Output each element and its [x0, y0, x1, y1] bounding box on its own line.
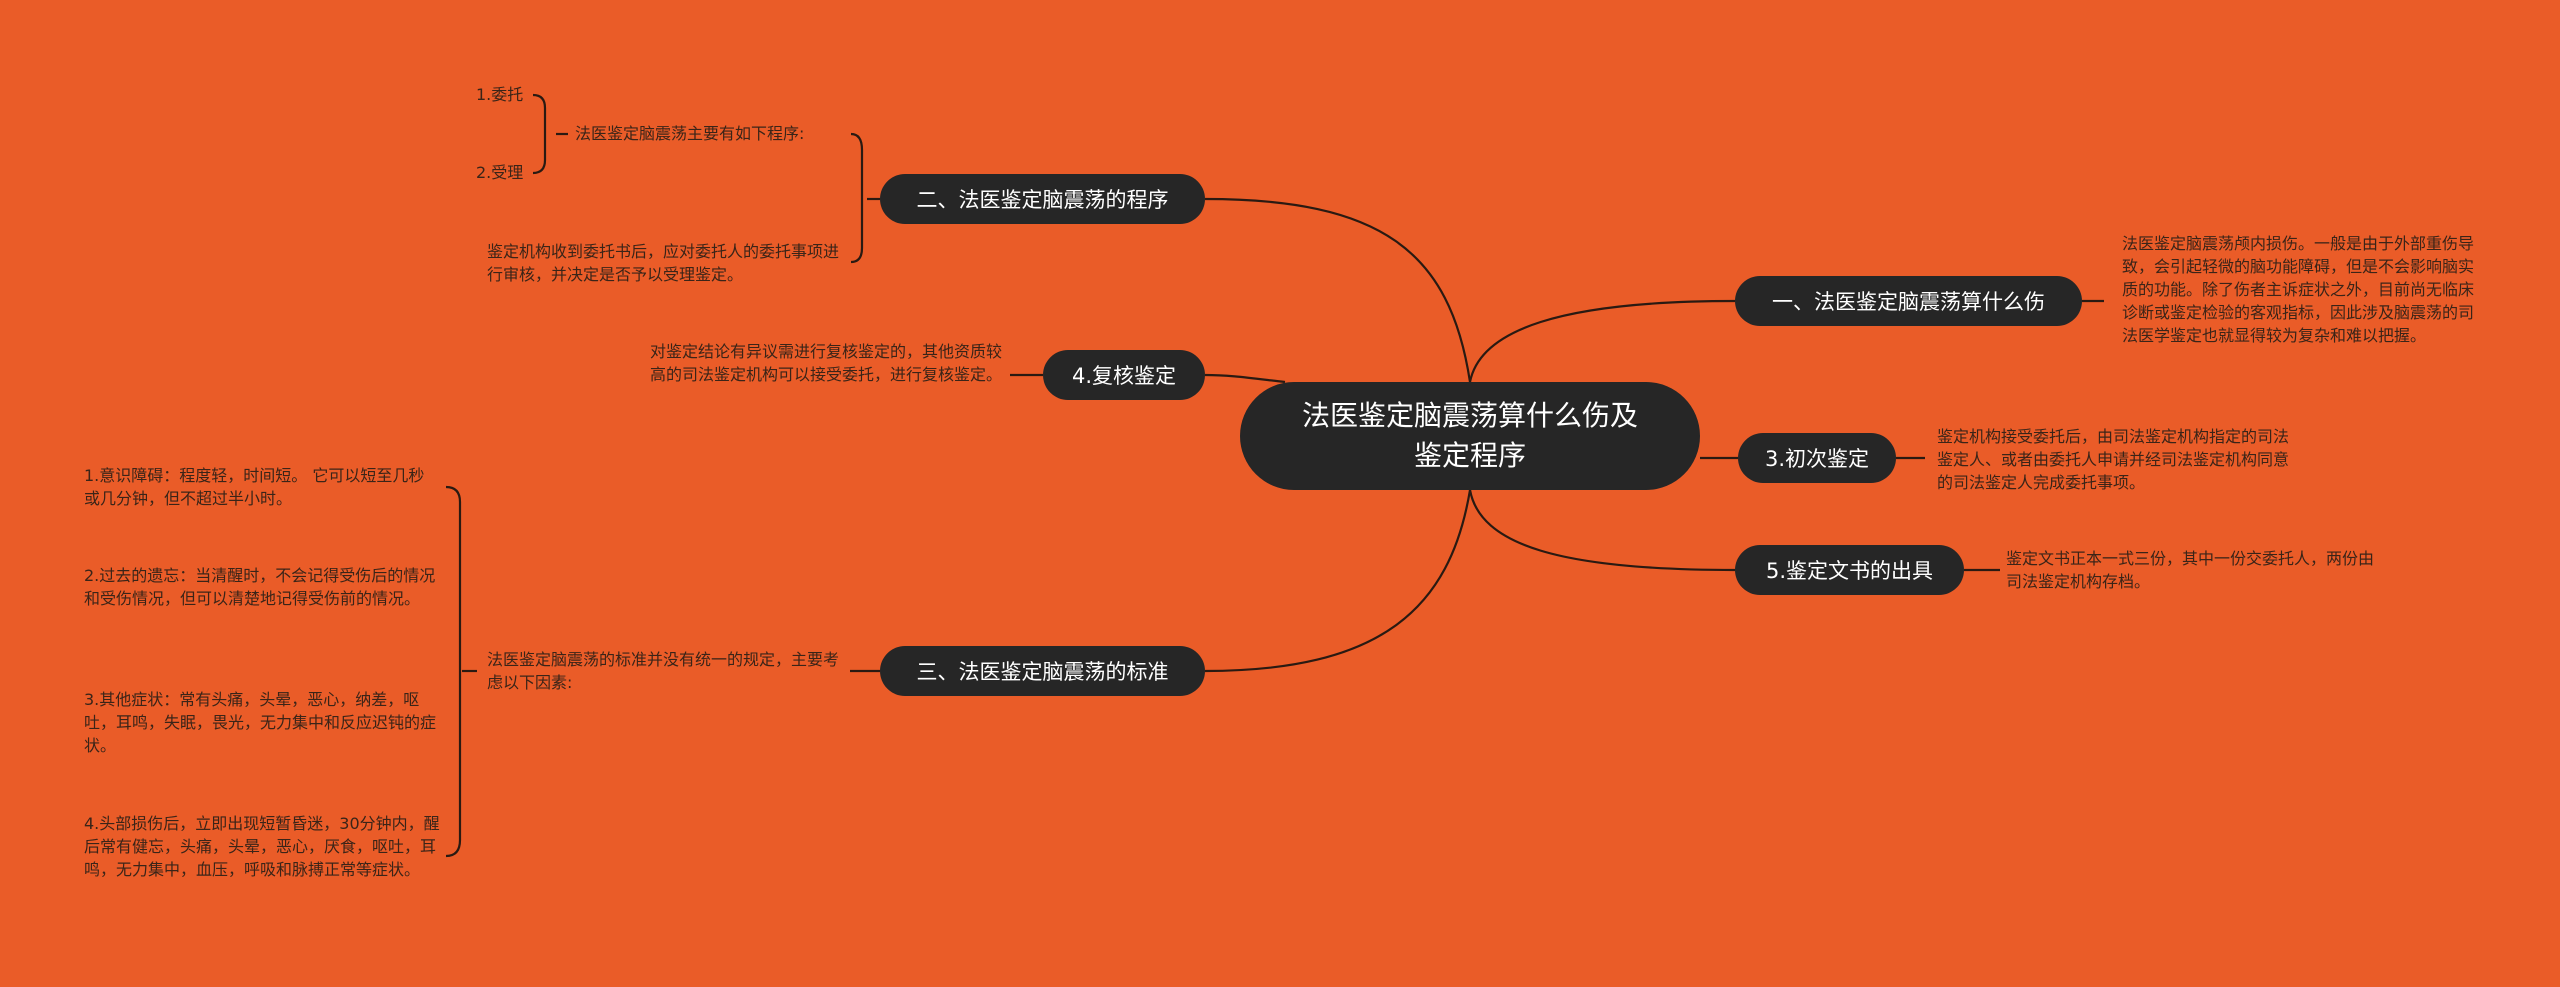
root-node[interactable]: 法医鉴定脑震荡算什么伤及鉴定程序 [1240, 382, 1700, 490]
branch-b4[interactable]: 4.复核鉴定 [1043, 350, 1205, 400]
branch-b2[interactable]: 二、法医鉴定脑震荡的程序 [880, 174, 1205, 224]
root-title: 法医鉴定脑震荡算什么伤及鉴定程序 [1301, 399, 1638, 472]
link-root-b4 [1204, 373, 1286, 384]
branch-b3[interactable]: 3.初次鉴定 [1738, 433, 1896, 483]
b6-item-3: 3.其他症状：常有头痛，头晕，恶心，纳差，呕吐，耳鸣，失眠，畏光，无力集中和反应… [84, 690, 437, 755]
note-b2-sub: 法医鉴定脑震荡主要有如下程序: [575, 124, 805, 143]
note-b3: 鉴定机构接受委托后，由司法鉴定机构指定的司法鉴定人、或者由委托人申请并经司法鉴定… [1937, 427, 2290, 492]
link-root-b5 [1468, 489, 1736, 572]
link-root-b6 [1204, 489, 1472, 673]
b6-item-2: 2.过去的遗忘：当清醒时，不会记得受伤后的情况和受伤情况，但可以清楚地记得受伤前… [84, 566, 436, 608]
b2-item-2: 2.受理 [476, 163, 524, 182]
branch-b4-label: 4.复核鉴定 [1071, 364, 1177, 388]
branch-b3-label: 3.初次鉴定 [1764, 447, 1870, 471]
branch-b5-label: 5.鉴定文书的出具 [1765, 559, 1934, 583]
branch-b6-label: 三、法医鉴定脑震荡的标准 [916, 660, 1169, 684]
bracket-b2 [850, 132, 864, 264]
note-b4: 对鉴定结论有异议需进行复核鉴定的，其他资质较高的司法鉴定机构可以接受委托，进行复… [650, 342, 1003, 384]
b6-item-1: 1.意识障碍：程度轻，时间短。 它可以短至几秒或几分钟，但不超过半小时。 [84, 466, 425, 508]
branch-b2-label: 二、法医鉴定脑震荡的程序 [916, 188, 1169, 212]
bracket-b6-items [445, 485, 462, 858]
note-b6: 法医鉴定脑震荡的标准并没有统一的规定，主要考虑以下因素: [487, 650, 840, 692]
b2-item-1: 1.委托 [476, 85, 524, 104]
note-b5: 鉴定文书正本一式三份，其中一份交委托人，两份由司法鉴定机构存档。 [2006, 549, 2375, 591]
note-b1: 法医鉴定脑震荡颅内损伤。一般是由于外部重伤导致，会引起轻微的脑功能障碍，但是不会… [2122, 234, 2475, 345]
branch-b5[interactable]: 5.鉴定文书的出具 [1735, 545, 1964, 595]
branch-b6[interactable]: 三、法医鉴定脑震荡的标准 [880, 646, 1205, 696]
bracket-b2-items [532, 93, 547, 175]
branch-b1-label: 一、法医鉴定脑震荡算什么伤 [1772, 290, 2045, 314]
note-b2: 鉴定机构收到委托书后，应对委托人的委托事项进行审核，并决定是否予以受理鉴定。 [487, 242, 840, 284]
link-root-b2 [1204, 197, 1472, 383]
b6-item-4: 4.头部损伤后，立即出现短暂昏迷，30分钟内，醒后常有健忘，头痛，头晕，恶心，厌… [84, 814, 440, 879]
link-root-b1 [1468, 299, 1736, 383]
branch-b1[interactable]: 一、法医鉴定脑震荡算什么伤 [1735, 276, 2082, 326]
